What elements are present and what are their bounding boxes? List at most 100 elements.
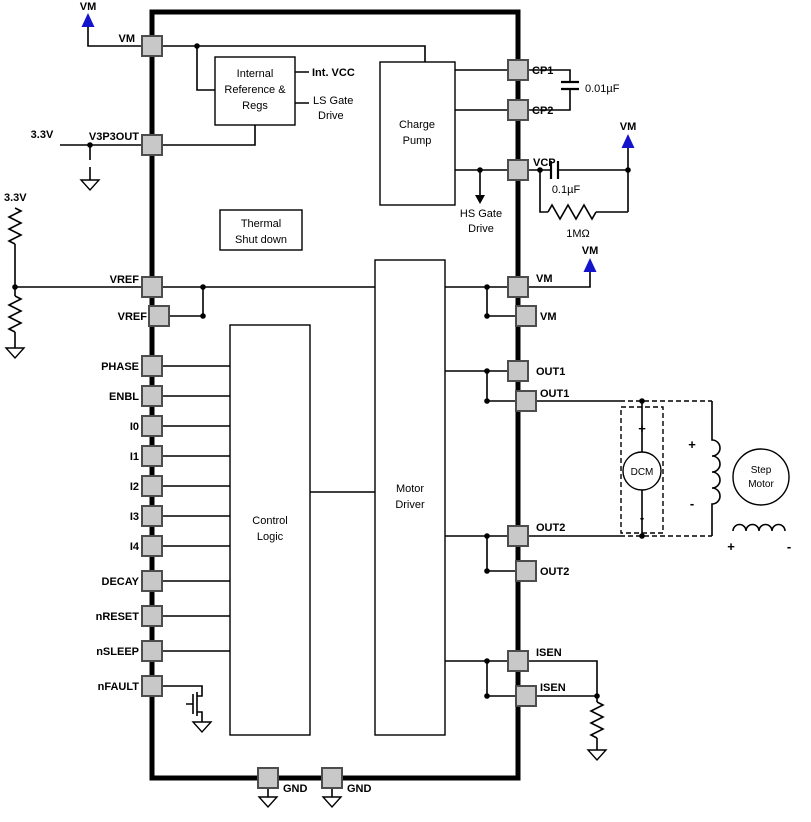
pin-i0 <box>141 415 163 437</box>
resistor-isen <box>589 701 605 739</box>
pin-label-vm-right-1: VM <box>536 273 553 285</box>
coil-plus: + <box>688 437 696 452</box>
pin-label-i4: I4 <box>130 541 140 553</box>
charge-pump-label-2: Pump <box>403 135 432 147</box>
block-thermal-shutdown <box>219 209 303 251</box>
pin-vcp <box>507 159 529 181</box>
pin-out1-1 <box>507 360 529 382</box>
hs-gate-label-2: Drive <box>468 223 494 235</box>
pin-vm-left <box>141 35 163 57</box>
pin-label-vm-right-2: VM <box>540 311 557 323</box>
pin-decay <box>141 570 163 592</box>
pin-i2 <box>141 475 163 497</box>
ls-gate-label-2: Drive <box>318 110 344 122</box>
block-motor-driver <box>374 259 446 736</box>
step-motor-label-1: Step <box>751 465 772 476</box>
ground-nfault-icon <box>192 721 212 733</box>
dcm-option-box <box>620 406 664 534</box>
dashed-out-wires <box>620 400 712 537</box>
ground-divider-icon <box>5 347 25 359</box>
hs-gate-arrow <box>475 195 485 204</box>
pin-label-vref-1: VREF <box>110 274 140 286</box>
dcm-label: DCM <box>631 467 654 478</box>
pin-label-vref-2: VREF <box>118 311 148 323</box>
pin-label-vcp: VCP <box>533 157 556 169</box>
wire-intref-stubs <box>295 71 309 104</box>
int-vcc-label: Int. VCC <box>312 67 355 79</box>
pin-nfault <box>141 675 163 697</box>
vcp-cap-value: 0.1µF <box>552 184 581 196</box>
v33-supply-label-v3p3: 3.3V <box>31 129 54 141</box>
pin-label-enbl: ENBL <box>109 391 139 403</box>
wire-gnd-stubs <box>267 788 333 797</box>
vcp-cap-plates <box>549 161 560 179</box>
ic-boundary <box>149 9 521 781</box>
internal-ref-label-3: Regs <box>242 100 268 112</box>
internal-ref-label-2: Reference & <box>224 84 286 96</box>
wire-nfault-fet <box>162 685 203 722</box>
pin-i4 <box>141 535 163 557</box>
wire-vm-to-internal-ref <box>196 46 215 91</box>
vm-supply-label-right: VM <box>582 245 599 257</box>
block-control-logic <box>229 324 311 736</box>
resistor-divider-top <box>7 207 23 245</box>
wire-isen-external <box>528 660 598 750</box>
pin-label-i1: I1 <box>130 451 139 463</box>
wiring <box>7 27 786 797</box>
control-logic-label-1: Control <box>252 515 287 527</box>
pin-label-decay: DECAY <box>102 576 140 588</box>
wire-out-external <box>528 400 643 537</box>
pin-label-out1-1: OUT1 <box>536 366 565 378</box>
winding-plus: + <box>727 539 735 554</box>
block-charge-pump <box>379 61 456 206</box>
pin-isen-2 <box>515 685 537 707</box>
pin-v3p3out <box>141 134 163 156</box>
vm-arrow-vcp <box>621 134 635 148</box>
pin-label-gnd-2: GND <box>347 783 372 795</box>
dcm-plus: + <box>638 421 646 436</box>
pin-label-gnd-1: GND <box>283 783 308 795</box>
pin-i3 <box>141 505 163 527</box>
pin-vm-right-1 <box>507 276 529 298</box>
wire-chargepump-pins <box>455 69 508 195</box>
pin-label-i2: I2 <box>130 481 139 493</box>
pin-phase <box>141 355 163 377</box>
resistor-divider-bottom <box>7 295 23 333</box>
step-motor-winding <box>732 523 786 532</box>
internal-ref-label-1: Internal <box>237 68 274 80</box>
pin-label-cp1: CP1 <box>532 65 553 77</box>
pin-gnd-1 <box>257 767 279 789</box>
cp-cap-value: 0.01µF <box>585 83 620 95</box>
pin-label-i3: I3 <box>130 511 139 523</box>
wire-v3p3-internal <box>162 125 256 146</box>
pin-label-nreset: nRESET <box>96 611 140 623</box>
wire-vref-internal <box>162 286 375 317</box>
pin-enbl <box>141 385 163 407</box>
pin-out2-2 <box>515 560 537 582</box>
thermal-label-2: Shut down <box>235 234 287 246</box>
pin-i1 <box>141 445 163 467</box>
pin-label-isen-1: ISEN <box>536 647 562 659</box>
vm-arrow-right <box>583 258 597 272</box>
wire-vm-supply-top <box>87 27 142 47</box>
pin-label-nfault: nFAULT <box>98 681 140 693</box>
pin-label-isen-2: ISEN <box>540 682 566 694</box>
block-internal-reference <box>214 56 296 126</box>
hs-gate-label-1: HS Gate <box>460 208 502 220</box>
pin-vm-right-2 <box>515 305 537 327</box>
pin-gnd-2 <box>321 767 343 789</box>
wire-vm-right <box>528 272 591 288</box>
wire-right-pin-ties <box>445 286 516 697</box>
wire-vref-divider <box>14 244 142 348</box>
vm-arrow-top <box>81 13 95 27</box>
motor-driver-label-1: Motor <box>396 483 424 495</box>
control-logic-label-2: Logic <box>257 531 284 543</box>
wire-v3p3-external <box>60 144 142 180</box>
vm-supply-label-vcp: VM <box>620 121 637 133</box>
ground-v3p3-icon <box>80 179 100 191</box>
pin-cp1 <box>507 59 529 81</box>
pin-label-out1-2: OUT1 <box>540 388 569 400</box>
pin-isen-1 <box>507 650 529 672</box>
pin-out1-2 <box>515 390 537 412</box>
